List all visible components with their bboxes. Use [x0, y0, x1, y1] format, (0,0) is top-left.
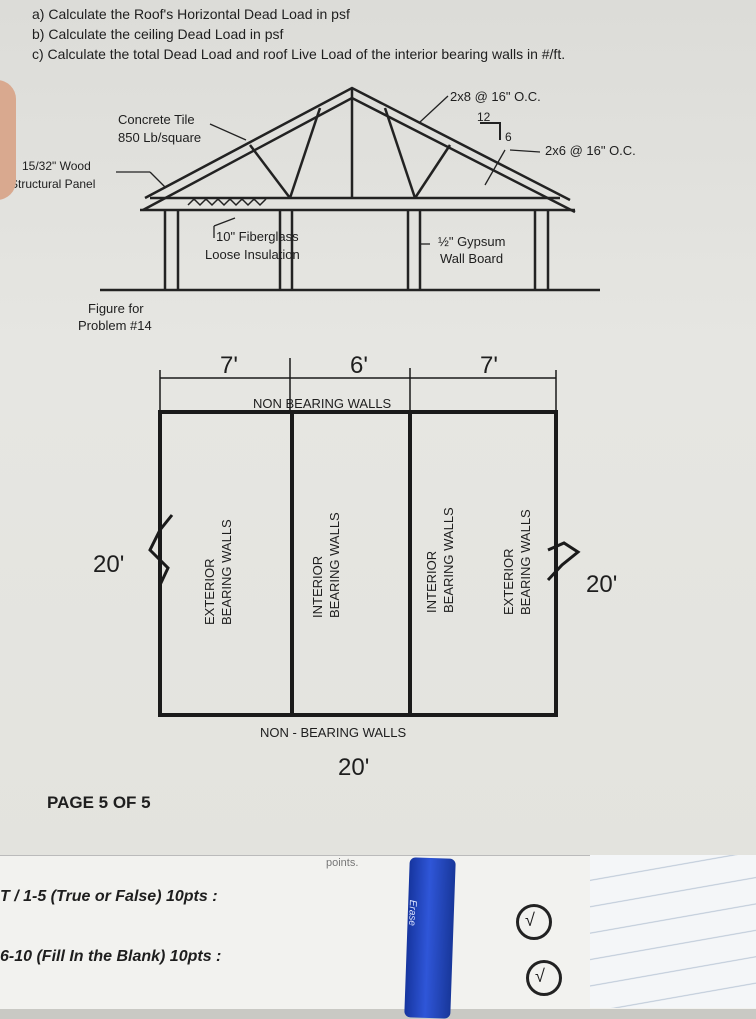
panel-label-2: Structural Panel — [10, 177, 95, 191]
leader-lines — [116, 95, 541, 245]
structural-diagram: 2x8 @ 16" O.C. 12 6 2x6 @ 16" O.C. Concr… — [10, 86, 636, 781]
thumb-edge — [0, 80, 16, 200]
wall-labels: EXTERIOR BEARING WALLS INTERIOR BEARING … — [202, 507, 533, 625]
right-dimension: 20' — [586, 571, 617, 598]
gypsum-label-2: Wall Board — [440, 251, 503, 266]
floor-plan — [148, 358, 581, 717]
figure-label-2: Problem #14 — [78, 318, 152, 333]
question-a: a) Calculate the Roof's Horizontal Dead … — [32, 6, 350, 22]
worksheet-page: a) Calculate the Roof's Horizontal Dead … — [0, 0, 756, 870]
wall4-label: EXTERIOR — [501, 549, 516, 615]
roof-section-drawing — [100, 86, 600, 292]
check-icon: √ — [525, 910, 535, 930]
bottom-wall-label: NON - BEARING WALLS — [260, 725, 406, 740]
check-icon: √ — [535, 966, 545, 986]
question-c: c) Calculate the total Dead Load and roo… — [32, 46, 566, 62]
pen-label: Erase — [406, 899, 418, 927]
blue-marker-pen — [404, 857, 456, 1019]
wall1-label: EXTERIOR — [202, 559, 217, 625]
tile-label: Concrete Tile — [118, 112, 195, 127]
rafter-label: 2x8 @ 16" O.C. — [450, 89, 541, 104]
top-wall-label: NON BEARING WALLS — [253, 396, 392, 411]
wall1-label-2: BEARING WALLS — [219, 519, 234, 625]
dim-right: 7' — [480, 352, 498, 379]
dim-left: 7' — [220, 352, 238, 379]
wall2-label-2: BEARING WALLS — [327, 512, 342, 618]
tile-weight-label: 850 Lb/square — [118, 130, 201, 145]
dim-middle: 6' — [350, 352, 368, 379]
bottom-dimension: 20' — [338, 754, 369, 781]
check-circle-2: √ — [526, 960, 562, 996]
page-number: PAGE 5 OF 5 — [47, 793, 151, 812]
figure-label: Figure for — [88, 301, 144, 316]
insulation-label-2: Loose Insulation — [205, 247, 300, 262]
pitch-rise: 12 — [477, 110, 491, 124]
question-b: b) Calculate the ceiling Dead Load in ps… — [32, 26, 284, 42]
part-1-heading: T / 1-5 (True or False) 10pts : — [0, 888, 218, 905]
left-dimension: 20' — [93, 551, 124, 578]
insulation-label: 10" Fiberglass — [216, 229, 299, 244]
check-circle-1: √ — [516, 904, 552, 940]
wall3-label: INTERIOR — [424, 551, 439, 613]
gypsum-label: ½" Gypsum — [438, 234, 505, 249]
wall4-label-2: BEARING WALLS — [518, 509, 533, 615]
panel-label: 15/32" Wood — [22, 159, 91, 173]
pitch-run: 6 — [505, 130, 512, 144]
lined-paper — [590, 855, 756, 1008]
points-text: points. — [326, 857, 359, 869]
part-2-heading: 6-10 (Fill In the Blank) 10pts : — [0, 948, 222, 965]
stud-label: 2x6 @ 16" O.C. — [545, 143, 636, 158]
wall3-label-2: BEARING WALLS — [441, 507, 456, 613]
wall2-label: INTERIOR — [310, 556, 325, 618]
